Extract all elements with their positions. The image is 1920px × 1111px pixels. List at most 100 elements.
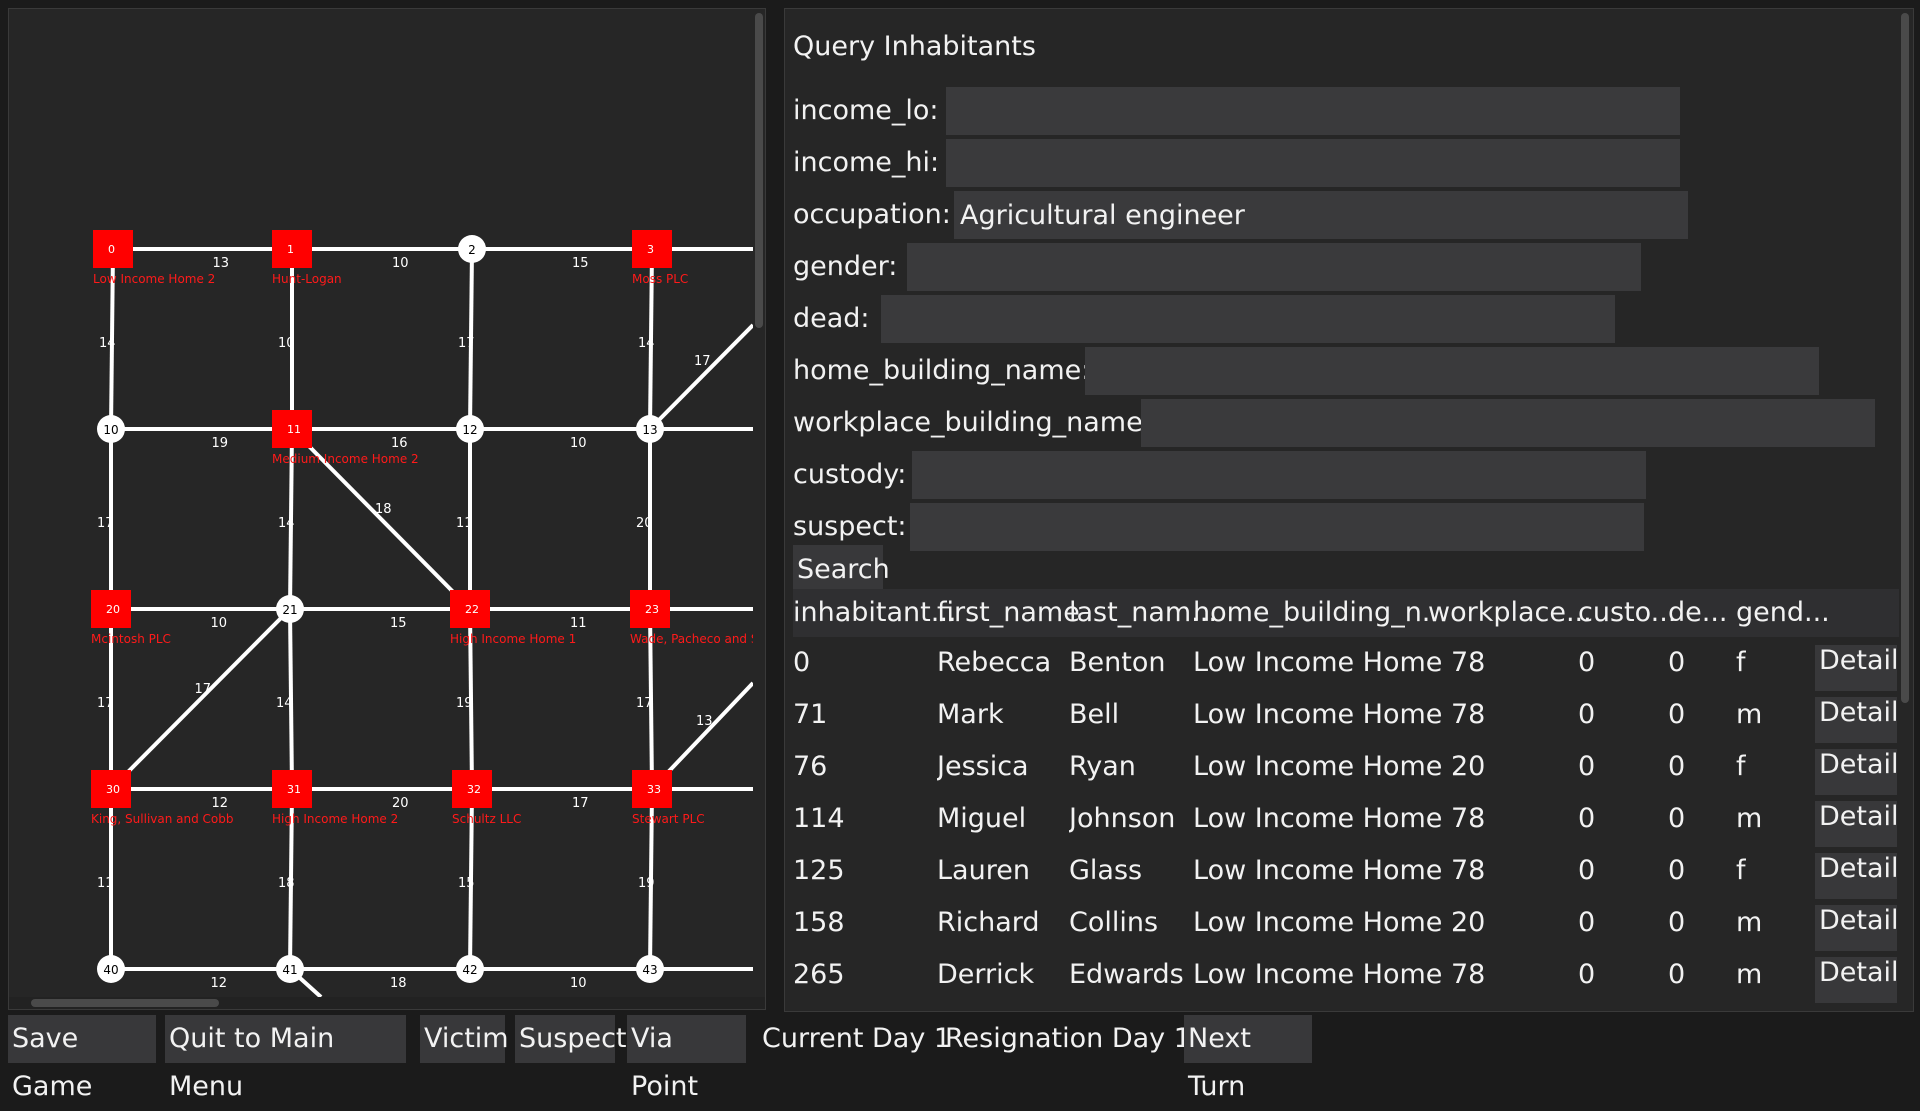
node-label-13: 13 (642, 423, 657, 437)
suspect-input[interactable] (910, 503, 1644, 551)
column-header[interactable]: home_building_n... (1193, 597, 1448, 628)
edge-weight-30-40: 11 (97, 876, 114, 891)
road-22-32[interactable] (468, 608, 474, 790)
column-header[interactable]: inhabitant... (793, 597, 957, 628)
building-node-1[interactable] (272, 230, 312, 268)
road-33-43[interactable] (648, 788, 654, 970)
details-button[interactable]: Details (1815, 957, 1897, 1003)
road-0-10[interactable] (109, 248, 115, 430)
cell-home: Low Income Home 78 (1193, 803, 1486, 834)
income_lo-input[interactable] (946, 87, 1680, 135)
details-button[interactable]: Details (1815, 645, 1897, 691)
edge-weight-21-30: 17 (195, 682, 212, 697)
junction-node-42[interactable] (456, 955, 484, 983)
road-32-42[interactable] (468, 788, 474, 970)
building-name-31: High Income Home 2 (272, 812, 398, 826)
edge-weight-0-1: 13 (213, 256, 230, 271)
road-2-12[interactable] (468, 248, 474, 430)
road-21-31[interactable] (288, 608, 294, 790)
junction-node-21[interactable] (276, 595, 304, 623)
edge-weight-1-11: 10 (278, 336, 295, 351)
dead-input[interactable] (881, 295, 1615, 343)
junction-node-40[interactable] (97, 955, 125, 983)
edge-weight-22-32: 19 (456, 696, 473, 711)
road-11-22[interactable] (290, 427, 472, 611)
building-node-0[interactable] (93, 230, 133, 268)
column-header[interactable]: de... (1668, 597, 1728, 628)
details-button[interactable]: Details (1815, 697, 1897, 743)
cell-id: 265 (793, 959, 845, 990)
victim-button[interactable]: Victim (420, 1015, 509, 1063)
edge-weight-21-31: 14 (276, 696, 293, 711)
building-node-31[interactable] (272, 770, 312, 808)
query-vertical-scrollbar[interactable] (1901, 13, 1909, 703)
junction-node-10[interactable] (97, 415, 125, 443)
node-label-40: 40 (103, 963, 118, 977)
road-23-33[interactable] (648, 608, 654, 790)
building-node-30[interactable] (91, 770, 131, 808)
building-name-32: Schultz LLC (452, 812, 521, 826)
suspect-button[interactable]: Suspect (515, 1015, 627, 1063)
edge-weight-2-3: 15 (572, 256, 589, 271)
details-button[interactable]: Details (1815, 749, 1897, 795)
building-node-11[interactable] (272, 410, 312, 448)
next-turn-button[interactable]: Next Turn (1184, 1015, 1312, 1102)
cell-gender: m (1736, 907, 1763, 938)
building-node-32[interactable] (452, 770, 492, 808)
building-node-33[interactable] (632, 770, 672, 808)
node-label-42: 42 (462, 963, 477, 977)
cell-last: Glass (1069, 855, 1143, 886)
building-node-20[interactable] (91, 590, 131, 628)
building-node-3[interactable] (632, 230, 672, 268)
edge-weight-10-20: 17 (97, 516, 114, 531)
workplace_building_name-input[interactable] (1141, 399, 1875, 447)
occupation-input[interactable] (954, 191, 1688, 239)
column-header[interactable]: last_nam... (1069, 597, 1217, 628)
cell-id: 114 (793, 803, 845, 834)
custody-input[interactable] (912, 451, 1646, 499)
gender-input[interactable] (907, 243, 1641, 291)
quit-to-main-menu-button[interactable]: Quit to Main Menu (165, 1015, 406, 1102)
road-3-13[interactable] (648, 248, 654, 430)
building-node-22[interactable] (450, 590, 490, 628)
cell-custody: 0 (1578, 751, 1596, 782)
save-game-button[interactable]: Save Game (8, 1015, 156, 1102)
junction-node-43[interactable] (636, 955, 664, 983)
cell-custody: 0 (1578, 907, 1596, 938)
details-button[interactable]: Details (1815, 853, 1897, 899)
map-vertical-scrollbar[interactable] (755, 13, 763, 328)
road-13-offmap[interactable] (648, 323, 753, 431)
column-header[interactable]: first_name (937, 597, 1080, 628)
column-header[interactable]: gend... (1736, 597, 1830, 628)
junction-node-2[interactable] (458, 235, 486, 263)
column-header[interactable]: workplace... (1428, 597, 1592, 628)
home_building_name-input[interactable] (1085, 347, 1819, 395)
road-11-21[interactable] (288, 428, 294, 610)
road-31-41[interactable] (288, 788, 294, 970)
cell-home: Low Income Home 78 (1193, 647, 1486, 678)
map-horizontal-scrollbar[interactable] (31, 999, 219, 1007)
details-button[interactable]: Details (1815, 801, 1897, 847)
cell-id: 125 (793, 855, 845, 886)
income_lo-label: income_lo: (793, 95, 939, 126)
building-node-23[interactable] (630, 590, 670, 628)
junction-node-41[interactable] (276, 955, 304, 983)
income_hi-input[interactable] (946, 139, 1680, 187)
cell-dead: 0 (1668, 959, 1686, 990)
node-label-22: 22 (465, 603, 479, 616)
junction-node-13[interactable] (636, 415, 664, 443)
node-label-41: 41 (282, 963, 297, 977)
via-point-button[interactable]: Via Point (627, 1015, 746, 1102)
road-21-30[interactable] (109, 607, 292, 791)
search-button[interactable]: Search (793, 545, 890, 593)
cell-home: Low Income Home 78 (1193, 855, 1486, 886)
junction-node-12[interactable] (456, 415, 484, 443)
details-button[interactable]: Details (1815, 905, 1897, 951)
edge-weight-11-21: 14 (278, 516, 295, 531)
column-header[interactable]: custo... (1578, 597, 1677, 628)
